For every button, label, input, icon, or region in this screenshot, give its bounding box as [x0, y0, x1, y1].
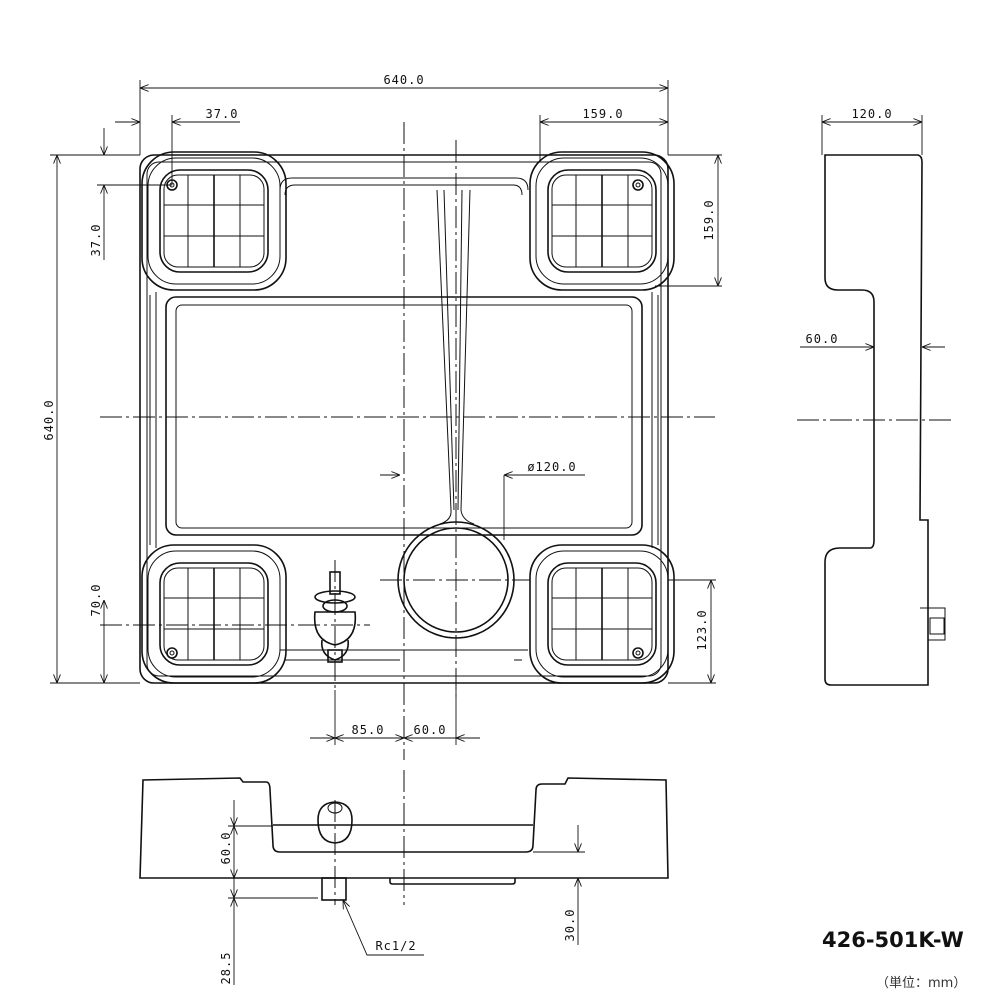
- dim-side-step: 60.0: [806, 332, 839, 346]
- dim-faucet-y: 70.0: [89, 584, 103, 617]
- thread-label: Rc1/2: [375, 939, 416, 953]
- model-number: 426-501K-W: [822, 928, 964, 952]
- dim-corner-depth: 159.0: [702, 199, 716, 240]
- unit-note: （単位：mm）: [876, 976, 967, 991]
- dim-drain-y: 123.0: [695, 609, 709, 650]
- side-view: [824, 154, 946, 686]
- dim-overall-depth: 640.0: [42, 399, 56, 440]
- dim-drain-diameter: ø120.0: [527, 460, 576, 474]
- dim-foot-offset-y: 37.0: [89, 224, 103, 257]
- dim-side-width: 120.0: [851, 107, 892, 121]
- dim-front-height: 60.0: [219, 832, 233, 865]
- dim-tray-depth: 30.0: [563, 909, 577, 942]
- faucet-icon: [313, 571, 357, 663]
- dim-overall-width: 640.0: [383, 73, 424, 87]
- dim-drain-x: 60.0: [414, 723, 447, 737]
- dim-pipe-length: 28.5: [219, 952, 233, 985]
- dim-foot-offset-x: 37.0: [206, 107, 239, 121]
- dim-corner-width: 159.0: [582, 107, 623, 121]
- dim-faucet-x: 85.0: [352, 723, 385, 737]
